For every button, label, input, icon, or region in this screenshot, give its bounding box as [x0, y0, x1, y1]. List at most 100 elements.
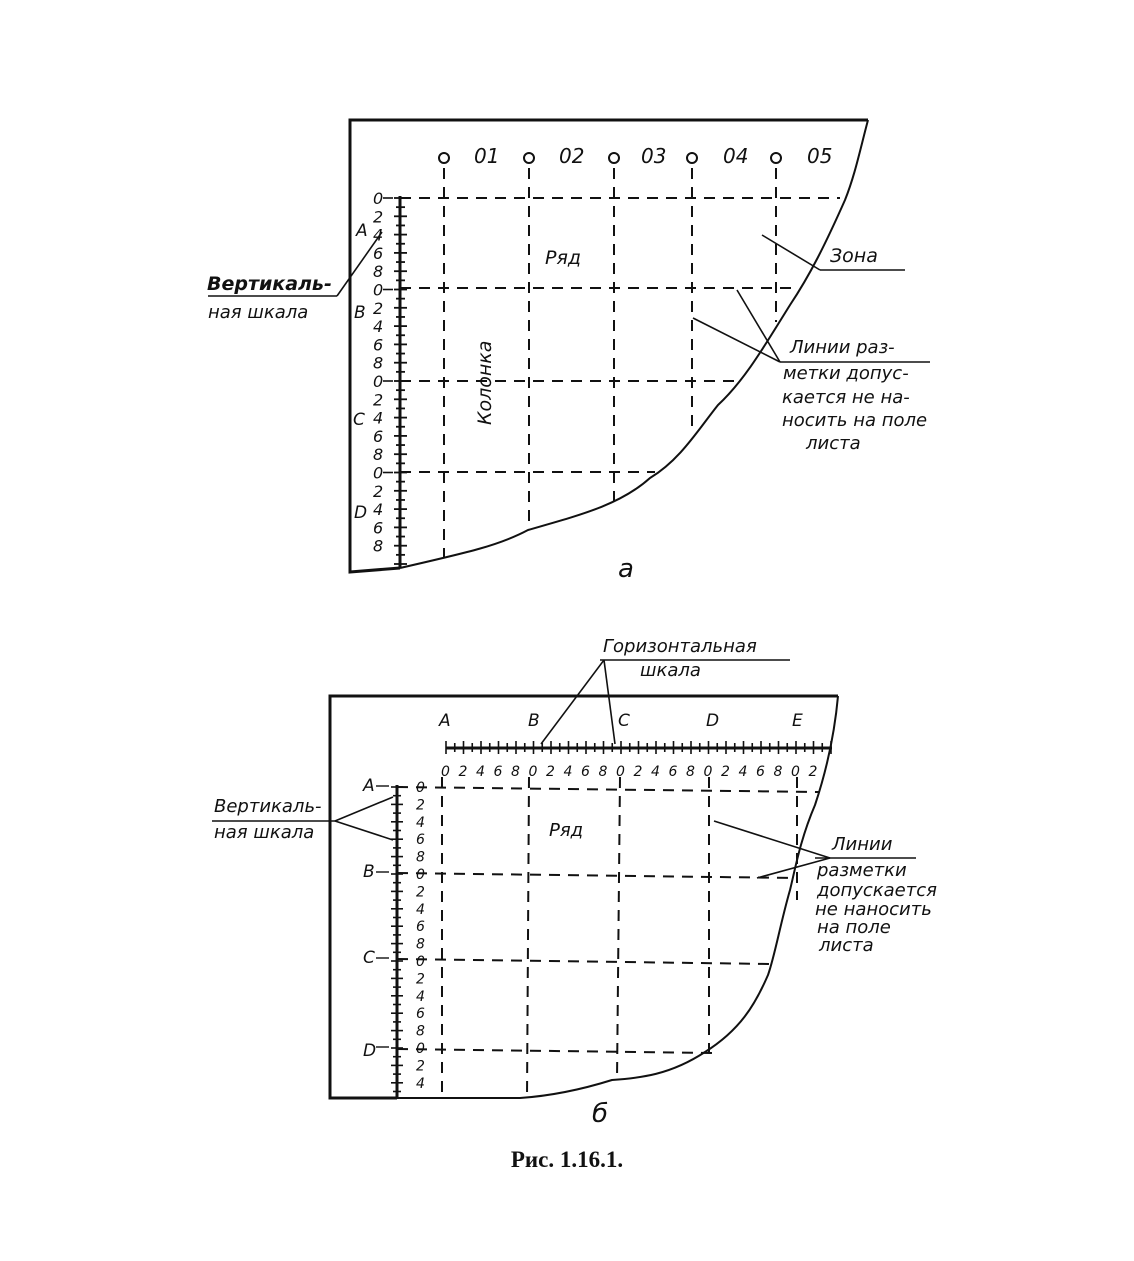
row-label-a: Ряд	[545, 247, 581, 269]
scale-digit: 2	[546, 764, 555, 780]
column-marker-a-4	[686, 152, 698, 164]
scale-digit: 4	[373, 317, 383, 336]
column-marker-a-3	[608, 152, 620, 164]
column-label-a-5: 05	[807, 144, 832, 168]
scale-digit: 2	[634, 764, 643, 780]
marking-note-leader-a-1	[692, 317, 781, 363]
zone-label-a: Зона	[830, 245, 878, 267]
marking-note-a-3: кается не на-	[782, 387, 910, 408]
scale-digit: 8	[416, 1024, 425, 1040]
column-marker-a-1	[438, 152, 450, 164]
scale-digit: 4	[373, 409, 383, 428]
row-letter-b-B: B	[363, 862, 375, 882]
vertical-scale-ticks-a	[383, 197, 407, 565]
vertical-scale-leader-a	[336, 231, 383, 297]
scale-digit: 0	[791, 764, 800, 780]
column-letter-b-C: C	[618, 711, 630, 731]
scale-digit: 8	[686, 764, 695, 780]
scale-digit: 0	[416, 954, 425, 970]
row-letter-a-B: B	[354, 303, 366, 323]
scale-digit: 2	[459, 764, 468, 780]
marking-note-b-3: допускается	[816, 880, 937, 901]
torn-edge-a	[399, 119, 869, 569]
vertical-scale-ticks-b	[376, 785, 403, 1093]
scale-digit: 8	[373, 537, 383, 556]
marking-note-a-1: Линии раз-	[789, 337, 895, 358]
row-letter-b-A: A	[362, 776, 375, 796]
horizontal-scale-label-b-1: Горизонтальная	[603, 636, 757, 657]
marking-note-b-6: листа	[818, 935, 874, 956]
scale-digit: 6	[416, 1006, 425, 1022]
scale-digit: 6	[373, 335, 383, 354]
scale-digit: 2	[416, 797, 425, 813]
marking-note-b-5: на поле	[817, 917, 891, 938]
scale-digit: 0	[416, 867, 425, 883]
scale-digit: 8	[774, 764, 783, 780]
horizontal-scale-leader-b-1	[540, 659, 605, 745]
scale-digit: 0	[529, 764, 538, 780]
vertical-scale-leader-b-1	[334, 796, 394, 822]
marking-note-b-1: Линии	[831, 834, 893, 855]
row-letter-b-D: D	[363, 1041, 376, 1061]
scale-digit: 6	[373, 244, 383, 263]
scale-digit: 0	[373, 464, 383, 483]
vertical-scale-label-a-2: ная шкала	[208, 302, 308, 323]
scale-digit: 6	[756, 764, 765, 780]
scale-digit: 8	[416, 937, 425, 953]
row-letter-b-C: C	[363, 948, 375, 968]
scale-digit: 6	[373, 518, 383, 537]
scale-digit: 4	[739, 764, 748, 780]
row-line-b-2	[396, 958, 773, 965]
figure-caption: Рис. 1.16.1.	[510, 1147, 624, 1172]
column-line-b-2	[526, 776, 530, 1099]
vertical-scale-leader-b-2	[334, 820, 394, 841]
scale-digit: 6	[494, 764, 503, 780]
row-line-b-1	[396, 872, 796, 879]
vertical-scale-label-b-1: Вертикаль-	[214, 796, 322, 817]
scale-digit: 6	[669, 764, 678, 780]
scale-digit: 4	[476, 764, 485, 780]
scale-digit: 4	[651, 764, 660, 780]
marking-note-a-2: метки допус-	[783, 363, 909, 384]
scale-digit: 4	[373, 500, 383, 519]
row-letter-a-A: A	[355, 221, 368, 241]
scale-digit: 4	[564, 764, 573, 780]
zone-leader-a	[761, 234, 821, 271]
column-letter-b-B: B	[528, 711, 540, 731]
torn-edge-b	[397, 695, 839, 1099]
scale-digit: 0	[616, 764, 625, 780]
vertical-scale-label-a-1: Вертикаль-	[207, 273, 332, 295]
scale-digit: 4	[416, 902, 425, 918]
row-letter-a-C: C	[353, 410, 365, 430]
sublabel-a: а	[618, 554, 634, 584]
column-label-a: Колонка	[474, 341, 496, 425]
scale-digit: 2	[721, 764, 730, 780]
row-letter-a-D: D	[354, 503, 367, 523]
column-label-a-2: 02	[559, 144, 584, 168]
scale-digit: 2	[373, 299, 383, 318]
column-letter-b-E: E	[792, 711, 803, 731]
scale-digit: 6	[416, 919, 425, 935]
scale-digit: 4	[416, 1076, 425, 1092]
scale-digit: 2	[373, 482, 383, 501]
scale-digit: 8	[373, 445, 383, 464]
scale-digit: 8	[599, 764, 608, 780]
column-label-a-1: 01	[474, 144, 499, 168]
scale-digit: 4	[373, 226, 383, 245]
horizontal-scale-leader-b-2	[603, 659, 616, 745]
scale-digit: 8	[511, 764, 520, 780]
scale-digit: 2	[416, 884, 425, 900]
column-marker-a-2	[523, 152, 535, 164]
sublabel-b: б	[592, 1099, 608, 1129]
sheet-border-a	[348, 118, 868, 574]
sheet-border-b	[328, 694, 838, 1100]
column-line-b-3	[616, 776, 621, 1081]
marking-note-a-4: носить на поле	[782, 410, 927, 431]
scale-digit: 4	[416, 815, 425, 831]
scale-digit: 0	[373, 281, 383, 300]
